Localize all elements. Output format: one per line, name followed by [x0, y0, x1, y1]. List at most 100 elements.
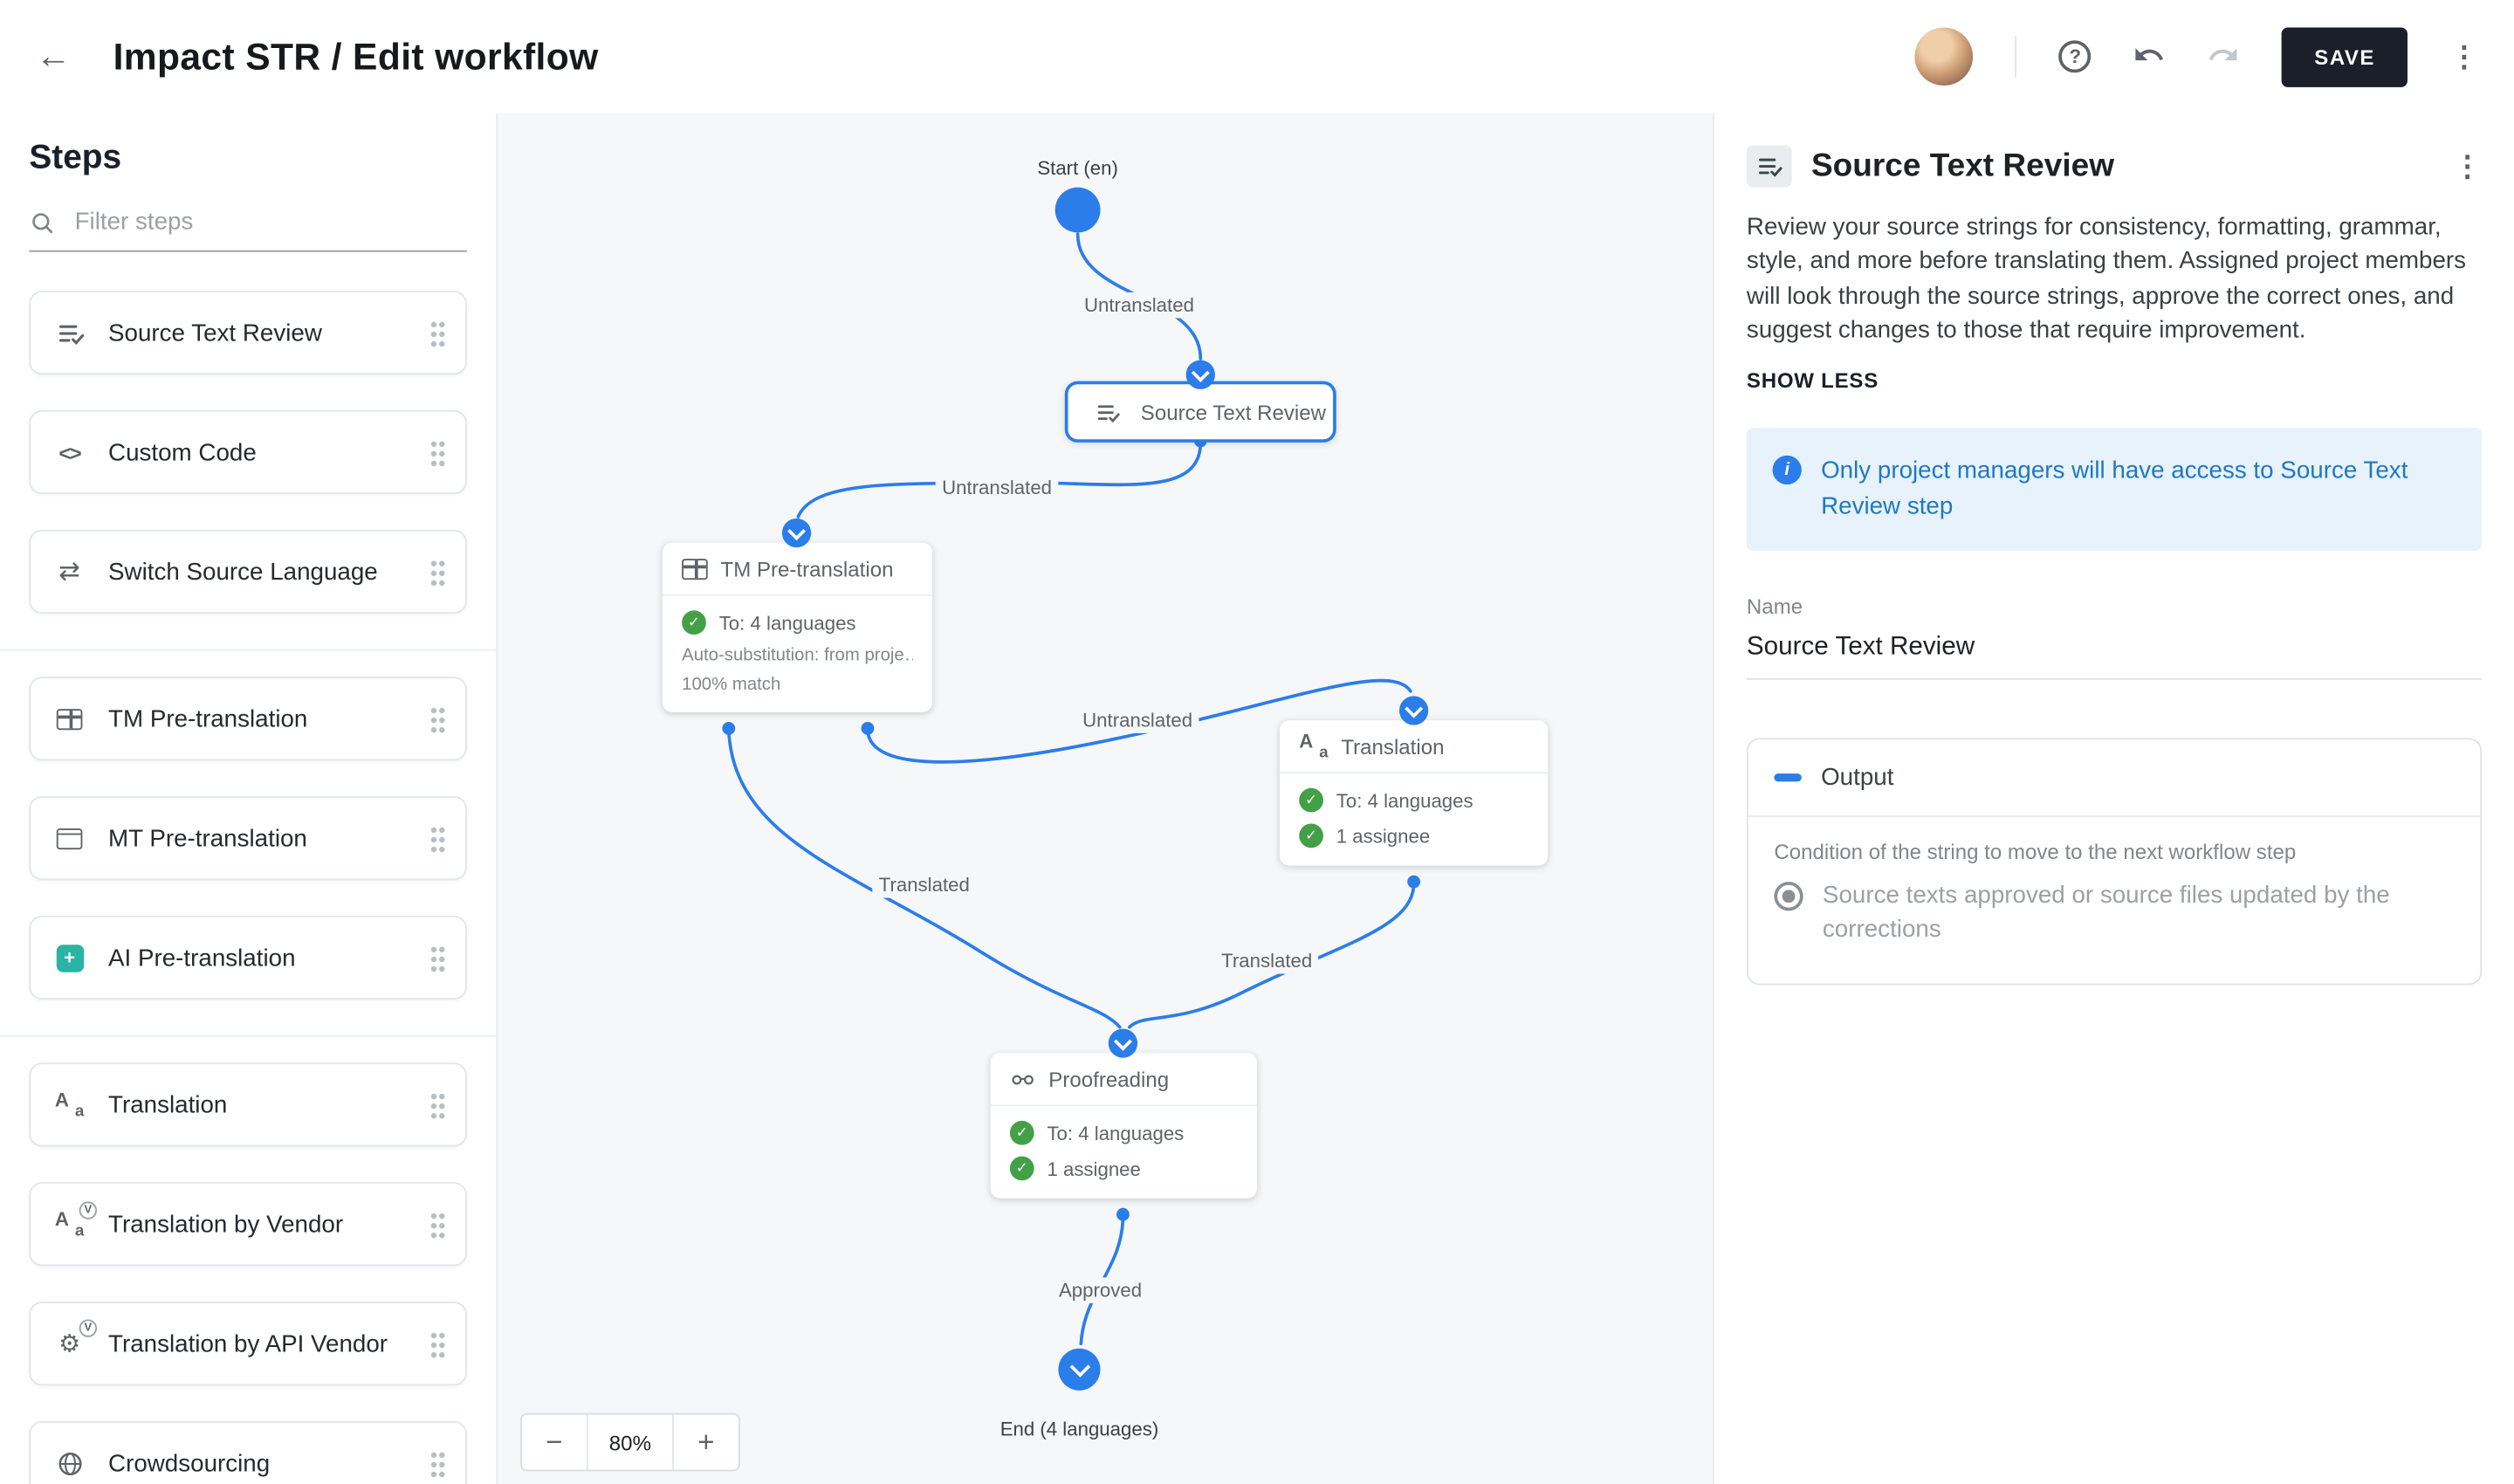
drag-handle-icon[interactable] [429, 1329, 446, 1357]
drag-handle-icon[interactable] [429, 558, 446, 586]
crowdsourcing-icon [50, 1449, 88, 1476]
drag-handle-icon[interactable] [429, 1449, 446, 1477]
output-icon [1774, 773, 1802, 781]
source-text-review-icon [50, 319, 88, 346]
connector-arrow-icon [1398, 696, 1429, 725]
step-details-panel: Source Text Review ⋮ Review your source … [1713, 113, 2514, 1484]
step-label: Switch Source Language [108, 558, 378, 586]
step-label: MT Pre-translation [108, 824, 307, 852]
condition-label: Condition of the string to move to the n… [1774, 839, 2297, 864]
top-bar: ← Impact STR / Edit workflow ? SAVE ⋮ [0, 0, 2514, 113]
step-label: TM Pre-translation [108, 704, 308, 732]
sidebar-item-custom-code[interactable]: <> Custom Code [29, 409, 467, 495]
node-tm-pre-translation[interactable]: TM Pre-translation ✓ To: 4 languages Aut… [662, 542, 933, 712]
kebab-icon: ⋮ [2452, 150, 2483, 183]
connector-arrow-icon [1108, 1028, 1138, 1058]
connector-arrow-icon [1185, 360, 1215, 389]
start-label: Start (en) [1037, 156, 1118, 180]
start-node[interactable] [1054, 187, 1101, 233]
check-icon: ✓ [1299, 823, 1323, 848]
sidebar-item-ai-pre-translation[interactable]: + AI Pre-translation [29, 915, 467, 1000]
node-detail: 100% match [682, 675, 781, 695]
tm-pre-translation-icon [50, 708, 88, 730]
workflow-canvas[interactable]: Start (en) End (4 languages) Untranslate… [498, 113, 1714, 1484]
sidebar-item-mt-pre-translation[interactable]: MT Pre-translation [29, 796, 467, 881]
drag-handle-icon[interactable] [429, 704, 446, 732]
panel-title: Source Text Review [1810, 148, 2115, 183]
node-title: Source Text Review [1140, 399, 1327, 424]
drag-handle-icon[interactable] [429, 319, 446, 347]
node-detail: To: 4 languages [1047, 1121, 1185, 1144]
info-icon: i [1772, 456, 1802, 485]
save-button[interactable]: SAVE [2282, 26, 2408, 86]
custom-code-icon: <> [58, 440, 81, 464]
node-proofreading[interactable]: Proofreading ✓ To: 4 languages ✓ 1 assig… [990, 1053, 1258, 1199]
source-text-review-icon [1746, 145, 1792, 188]
proofreading-icon [1010, 1066, 1036, 1092]
group-divider [0, 649, 497, 651]
edge-label: Untranslated [1075, 707, 1199, 733]
drag-handle-icon[interactable] [429, 824, 446, 852]
sidebar-item-switch-source-language[interactable]: ⇄ Switch Source Language [29, 529, 467, 614]
name-label: Name [1746, 594, 1803, 618]
filter-steps-input[interactable] [71, 206, 467, 237]
edge-label: Untranslated [935, 474, 1059, 501]
show-less-button[interactable]: SHOW LESS [1746, 368, 1879, 393]
edge-label: Approved [1052, 1277, 1149, 1303]
node-title: Proofreading [1048, 1066, 1170, 1091]
overflow-menu-button[interactable]: ⋮ [2449, 42, 2478, 71]
node-detail: To: 4 languages [718, 611, 856, 635]
condition-radio[interactable] [1774, 881, 1803, 910]
mt-pre-translation-icon [50, 828, 88, 849]
step-label: AI Pre-translation [108, 944, 296, 972]
drag-handle-icon[interactable] [429, 438, 446, 466]
output-title: Output [1821, 763, 1894, 791]
sidebar-item-tm-pre-translation[interactable]: TM Pre-translation [29, 677, 467, 761]
name-input[interactable] [1746, 621, 2483, 680]
avatar[interactable] [1915, 27, 1974, 86]
redo-icon [2209, 47, 2238, 60]
notice-banner: i Only project managers will have access… [1746, 428, 2483, 551]
help-button[interactable]: ? [2058, 40, 2092, 73]
zoom-in-button[interactable]: + [674, 1415, 738, 1470]
check-icon: ✓ [1009, 1120, 1034, 1145]
check-icon: ✓ [1009, 1156, 1034, 1181]
sidebar-item-source-text-review[interactable]: Source Text Review [29, 291, 467, 375]
back-button[interactable]: ← [36, 38, 72, 74]
drag-handle-icon[interactable] [429, 944, 446, 972]
drag-handle-icon[interactable] [429, 1210, 446, 1239]
end-node[interactable] [1058, 1348, 1101, 1391]
step-label: Source Text Review [108, 319, 322, 347]
back-arrow-icon: ← [35, 35, 72, 76]
condition-value: Source texts approved or source files up… [1822, 881, 2390, 945]
panel-menu-button[interactable]: ⋮ [2453, 152, 2482, 181]
undo-icon [2136, 47, 2164, 60]
edge-label: Translated [872, 872, 977, 898]
translation-by-api-vendor-icon: ⚙ V [50, 1319, 98, 1358]
node-detail: 1 assignee [1047, 1157, 1141, 1180]
edge-label: Untranslated [1077, 292, 1201, 319]
vendor-badge: V [79, 1319, 98, 1337]
step-label: Translation by API Vendor [108, 1329, 388, 1357]
drag-handle-icon[interactable] [429, 1090, 446, 1119]
kebab-icon: ⋮ [2449, 40, 2479, 73]
steps-sidebar: Steps Source Text Review <> Custom Code … [0, 113, 498, 1484]
zoom-level: 80% [586, 1414, 674, 1470]
edge-label: Translated [1214, 947, 1319, 974]
filter-steps-field[interactable] [29, 206, 467, 252]
sidebar-item-crowdsourcing[interactable]: Crowdsourcing [29, 1421, 467, 1484]
node-source-text-review[interactable]: Source Text Review [1064, 381, 1336, 443]
sidebar-item-translation-by-api-vendor[interactable]: ⚙ V Translation by API Vendor [29, 1302, 467, 1386]
zoom-out-button[interactable]: − [522, 1415, 587, 1470]
name-field: Name [1746, 592, 2483, 680]
node-detail: Auto-substitution: from proje… [682, 646, 913, 666]
check-icon: ✓ [1299, 787, 1323, 813]
undo-button[interactable] [2133, 38, 2166, 75]
redo-button[interactable] [2208, 38, 2240, 75]
